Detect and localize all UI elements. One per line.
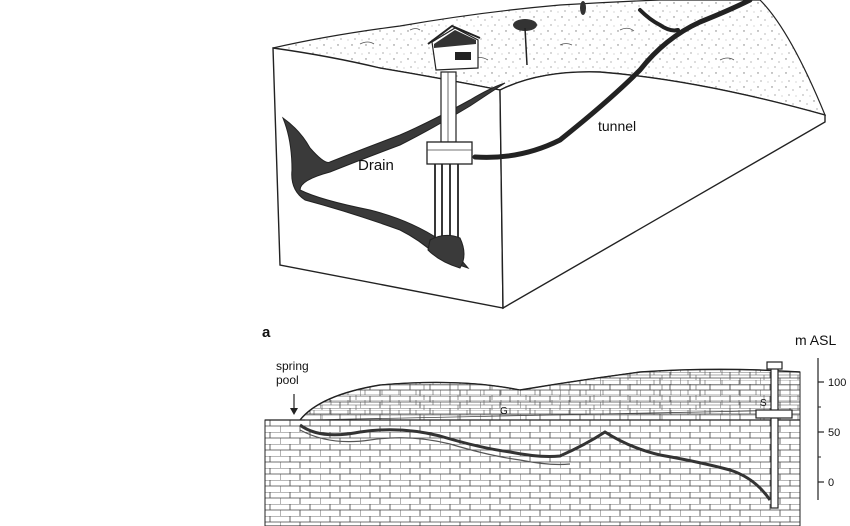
tunnel-label: tunnel: [598, 118, 636, 134]
tunnel-path: [472, 0, 753, 160]
axis-unit-label: m ASL: [795, 332, 836, 348]
tick-50: 50: [828, 427, 840, 439]
spring-arrow-icon: [290, 394, 298, 415]
section-shaft: [755, 361, 793, 509]
panel-label: a: [262, 324, 271, 341]
block-diagram: Drain tunnel: [272, 0, 827, 310]
cross-section: a G S spring pool m ASL: [262, 324, 846, 526]
drain-passage: [281, 82, 506, 270]
tick-100: 100: [828, 377, 846, 389]
well-shaft: [426, 71, 473, 269]
right-face: [499, 71, 826, 310]
marker-s: S: [760, 398, 767, 409]
drain-label: Drain: [358, 157, 394, 174]
house-icon: [427, 24, 481, 71]
tree-icon: [513, 19, 537, 66]
elevation-axis: [817, 358, 824, 500]
cave-channel: [299, 423, 772, 501]
spring-label-line2: pool: [276, 373, 299, 387]
cypress-icon: [580, 1, 586, 15]
spring-label-line1: spring: [276, 359, 309, 373]
tick-0: 0: [828, 477, 834, 489]
marker-g: G: [500, 406, 508, 417]
